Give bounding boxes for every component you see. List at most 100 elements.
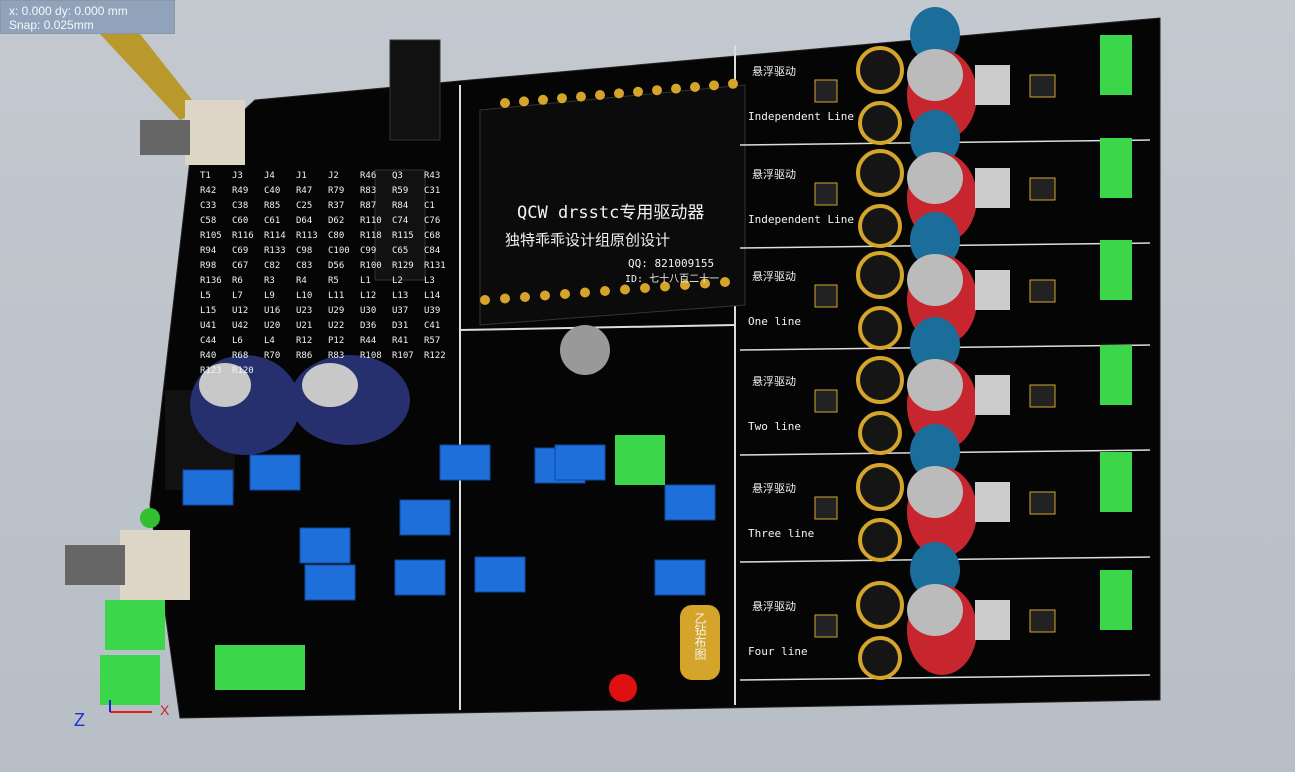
capacitor-blue (910, 542, 960, 598)
designator-label: C33 (200, 201, 216, 211)
designator-label: R122 (424, 351, 446, 361)
capacitor-top (907, 584, 963, 636)
pin-pad (671, 83, 681, 94)
board-subtitle: 独特乖乖设计组原创设计 (505, 231, 670, 249)
inductor (856, 251, 904, 299)
designator-label: L9 (264, 291, 275, 301)
logo-text: 乙钻布图 (693, 612, 707, 660)
pin-pad (595, 90, 605, 100)
designator-label: D31 (392, 321, 408, 331)
designator-label: R37 (328, 201, 344, 211)
designator-label: R70 (264, 351, 280, 361)
ic-chip (814, 284, 838, 308)
pin-pad (620, 284, 630, 295)
channel-divider (739, 674, 1151, 681)
terminal-block (1100, 570, 1132, 630)
designator-label: R6 (232, 276, 243, 286)
designator-label: C100 (328, 246, 350, 256)
designator-label: R85 (264, 201, 280, 211)
transistor (975, 168, 1010, 208)
channel-label: One line (748, 315, 801, 328)
trimmer-pot (249, 454, 301, 491)
designator-label: R68 (232, 351, 248, 361)
pin-pad (540, 290, 550, 301)
designator-label: R113 (296, 231, 318, 241)
designator-label: R136 (200, 276, 222, 286)
capacitor-blue (910, 212, 960, 268)
designator-label: L5 (200, 291, 211, 301)
capacitor-top (907, 49, 963, 101)
designator-label: L13 (392, 291, 408, 301)
designator-label: R41 (392, 336, 408, 346)
designator-label: U30 (360, 306, 376, 316)
bnc-connector (185, 100, 245, 165)
designator-label: U20 (264, 321, 280, 331)
inductor (858, 518, 902, 562)
pin-pad (709, 80, 719, 91)
ic-chip (1029, 491, 1056, 515)
ic-chip (1029, 74, 1056, 98)
bnc-connector (65, 545, 125, 585)
designator-label: D62 (328, 216, 344, 226)
pin-pad (690, 82, 700, 92)
designator-label: C80 (328, 231, 344, 241)
designator-label: C65 (392, 246, 408, 256)
channel-tag: 悬浮驱动 (752, 270, 796, 283)
designator-label: U16 (264, 306, 280, 316)
overlay-delta: x: 0.000 dy: 0.000 mm (9, 4, 128, 18)
board-qq: QQ: 821009155 (628, 257, 714, 270)
capacitor-top (907, 359, 963, 411)
axis-z: Z (74, 710, 85, 730)
pin-pad (640, 283, 650, 293)
designator-label: C31 (424, 186, 440, 196)
transistor (975, 375, 1010, 415)
trimmer-pot (394, 559, 446, 596)
designator-label: T1 (200, 171, 211, 181)
designator-label: C68 (424, 231, 440, 241)
channel-tag: 悬浮驱动 (752, 65, 796, 78)
designator-label: R3 (264, 276, 275, 286)
designator-label: R116 (232, 231, 254, 241)
designator-label: U29 (328, 306, 344, 316)
pin-pad (652, 85, 662, 96)
designator-label: C60 (232, 216, 248, 226)
ic-chip (814, 496, 838, 520)
inductor (858, 306, 902, 350)
designator-label: R46 (360, 171, 376, 181)
designator-label: C67 (232, 261, 248, 271)
channel-label: Independent Line (748, 110, 854, 123)
capacitor-blue (910, 317, 960, 373)
designator-label: R86 (296, 351, 312, 361)
ic-chip (1029, 177, 1056, 201)
designator-label: L12 (360, 291, 376, 301)
inductor (858, 636, 902, 680)
capacitor-blue (910, 110, 960, 166)
ic-chip (1029, 279, 1056, 303)
pin-pad (538, 94, 548, 105)
ic-chip (814, 614, 838, 638)
board-title: QCW drsstc专用驱动器 (517, 203, 704, 223)
designator-label: R4 (296, 276, 307, 286)
terminal-block (105, 600, 165, 650)
designator-label: U21 (296, 321, 312, 331)
pin-pad (500, 98, 510, 108)
designator-label: D36 (360, 321, 376, 331)
designator-label: R118 (360, 231, 382, 241)
designator-label: R49 (232, 186, 248, 196)
axis-x: X (160, 702, 170, 718)
designator-label: L6 (232, 336, 243, 346)
designator-label: R12 (296, 336, 312, 346)
designator-label: C98 (296, 246, 312, 256)
capacitor-top (907, 152, 963, 204)
capacitor-blue (910, 424, 960, 480)
trimmer-pot (439, 444, 491, 481)
designator-label: C82 (264, 261, 280, 271)
inductor (856, 149, 904, 197)
designator-label: U22 (328, 321, 344, 331)
channel-label: Three line (748, 527, 814, 540)
designator-label: C84 (424, 246, 440, 256)
designator-label: C61 (264, 216, 280, 226)
terminal-block (215, 645, 305, 690)
